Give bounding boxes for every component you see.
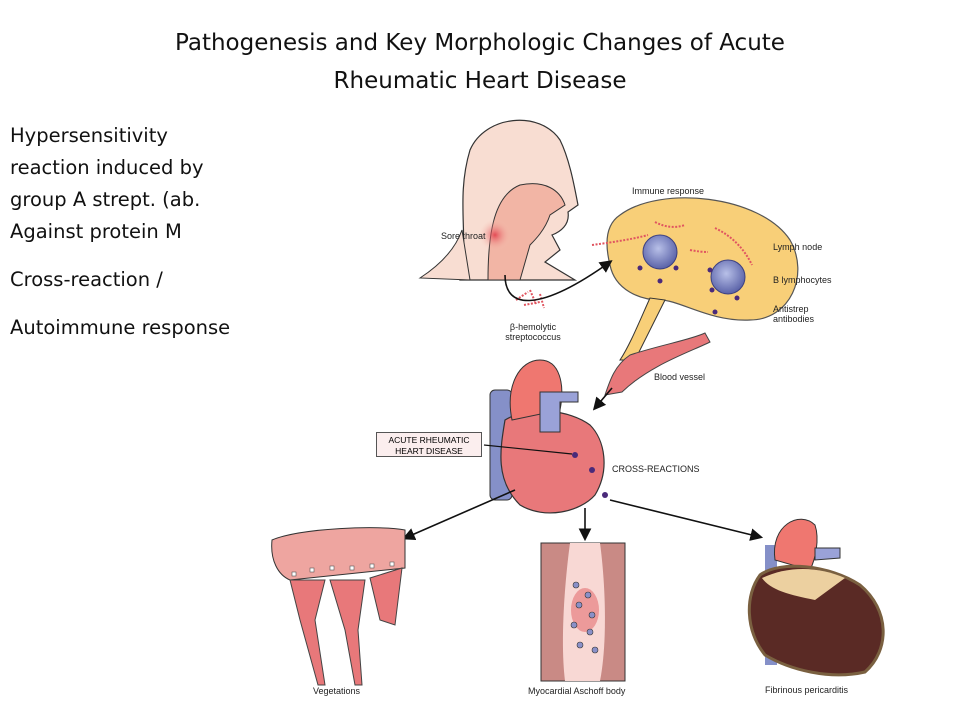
box-line-2: HEART DISEASE xyxy=(395,446,463,456)
label-b-lymphocytes: B lymphocytes xyxy=(773,275,832,285)
label-cross-reactions: CROSS-REACTIONS xyxy=(612,464,700,474)
label-vegetations: Vegetations xyxy=(313,686,361,696)
arrow-vessel-to-heart xyxy=(592,387,613,411)
label-fibrinous-pericarditis: Fibrinous pericarditis xyxy=(765,685,849,695)
aschoff-body-image xyxy=(540,542,626,682)
bullet-autoimmune: Autoimmune response xyxy=(10,316,231,339)
label-aschoff-body: Myocardial Aschoff body xyxy=(528,686,626,696)
pericarditis-image xyxy=(747,518,885,677)
slide-title: Pathogenesis and Key Morphologic Changes… xyxy=(0,24,960,100)
acute-rheumatic-heart-disease-box: ACUTE RHEUMATIC HEART DISEASE xyxy=(376,432,482,457)
title-line-1: Pathogenesis and Key Morphologic Changes… xyxy=(175,30,785,56)
streptococcus-image xyxy=(515,289,545,309)
bullet-list: Hypersensitivity reaction induced by gro… xyxy=(10,120,250,360)
blood-vessel-image xyxy=(604,332,711,396)
heart-image xyxy=(489,359,608,514)
vegetations-image xyxy=(271,527,406,686)
arrow-to-pericarditis xyxy=(609,499,764,541)
label-blood-vessel: Blood vessel xyxy=(654,372,706,382)
pointer-box-to-heart xyxy=(483,444,573,455)
arrow-to-vegetations xyxy=(402,489,516,541)
label-streptococcus: β-hemolytic streptococcus xyxy=(505,322,561,342)
bullet-hypersensitivity: Hypersensitivity reaction induced by gro… xyxy=(10,124,204,243)
head-profile-image xyxy=(418,119,579,281)
box-line-1: ACUTE RHEUMATIC xyxy=(388,435,470,445)
label-antistrep-antibodies: Antistrep antibodies xyxy=(773,304,815,324)
title-line-2: Rheumatic Heart Disease xyxy=(333,68,627,94)
lymph-node-image xyxy=(591,197,799,361)
label-immune-response: Immune response xyxy=(632,186,705,196)
arrow-throat-to-node xyxy=(504,260,613,302)
label-lymph-node: Lymph node xyxy=(773,242,823,252)
label-sore-throat: Sore throat xyxy=(441,231,486,241)
bullet-cross-reaction: Cross-reaction / xyxy=(10,268,163,291)
